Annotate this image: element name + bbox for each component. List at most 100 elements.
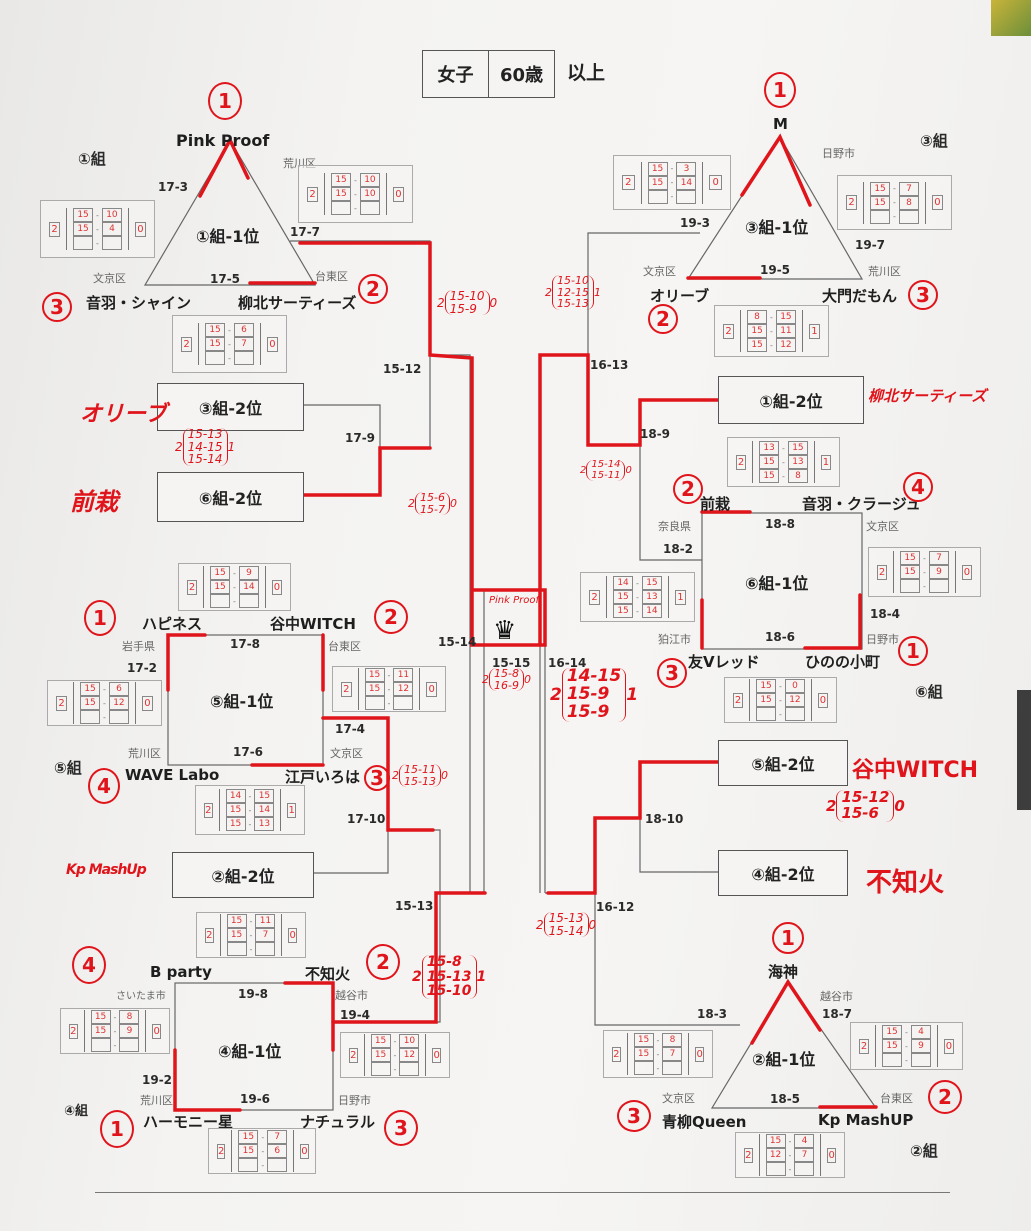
hand-sets-lost: 0 — [894, 796, 905, 815]
hand-set: 15-10 — [449, 289, 485, 303]
set-dash: - — [782, 443, 785, 453]
set-score-a: 15 — [205, 323, 226, 337]
set-row: 15-8 — [90, 1010, 140, 1024]
set-score-b — [233, 351, 254, 365]
set-score-b: 6 — [267, 1144, 288, 1158]
rank-circle: 3 — [908, 280, 938, 310]
hand-sets-won: 2 — [536, 917, 544, 932]
group-position: ⑤組-1位 — [210, 692, 274, 711]
set-dash: - — [770, 326, 773, 336]
match-code: 19-6 — [240, 1092, 271, 1106]
group-position: ①組-1位 — [196, 227, 260, 246]
match-code: 17-10 — [347, 812, 386, 826]
team-name: 柳北サーティーズ — [238, 294, 357, 312]
rank-circle: 1 — [208, 82, 242, 120]
rank-circle: 3 — [384, 1110, 418, 1146]
team-name: 谷中WITCH — [270, 615, 356, 633]
set-dash: - — [248, 819, 252, 829]
set-dash: - — [788, 1136, 792, 1146]
hand-sets-lost: 0 — [625, 465, 632, 476]
set-row: - — [90, 1038, 140, 1052]
group-position: ③組-1位 — [745, 218, 809, 237]
set-row: 15-10 — [331, 173, 380, 187]
set-row: 15-8 — [633, 1033, 683, 1047]
set-score-b: 14 — [641, 604, 662, 618]
match-code: 19-2 — [142, 1073, 173, 1087]
set-score-a — [205, 351, 226, 365]
set-score-a — [364, 696, 385, 710]
set-row: - — [238, 1158, 288, 1172]
set-score-b: 10 — [359, 173, 380, 187]
set-row: - — [370, 1062, 420, 1076]
team-city: 日野市 — [866, 633, 899, 646]
set-score-a — [633, 1061, 654, 1075]
set-score-a: 15 — [647, 161, 668, 176]
set-score-a: 15 — [647, 175, 668, 190]
hand-sets-won: 2 — [826, 796, 837, 815]
set-dash: - — [103, 684, 106, 694]
sets-won: 2 — [56, 695, 68, 711]
set-row: 15-6 — [205, 323, 254, 337]
hand-set: 15-10 — [426, 983, 472, 1000]
hand-set: 15-13 — [548, 911, 584, 925]
set-score-a — [765, 1162, 786, 1176]
sets-lost: 0 — [266, 336, 278, 352]
red-path-right-top — [538, 353, 722, 647]
hand-set: 15-7 — [420, 502, 445, 516]
group-position: ⑥組-1位 — [745, 574, 809, 593]
set-score-a: 15 — [756, 679, 777, 693]
set-score-b: 8 — [662, 1033, 683, 1047]
set-score-b: 7 — [267, 1130, 288, 1144]
team-city: 台東区 — [328, 640, 361, 653]
hand-set: 15-10 — [557, 274, 589, 287]
set-dash: - — [779, 695, 782, 705]
set-dash: - — [113, 1012, 117, 1022]
group6-label: ⑥組 — [915, 683, 943, 701]
sets-won: 2 — [612, 1046, 621, 1062]
set-score-a: 15 — [756, 693, 777, 707]
set-score-a: 15 — [870, 181, 891, 196]
set-score-b: 6 — [233, 323, 254, 337]
team-name: 大門だもん — [822, 287, 898, 305]
team-name: 音羽・シャイン — [86, 294, 192, 312]
sets-lost: 0 — [943, 1038, 954, 1054]
set-score-b — [898, 209, 919, 224]
set-dash: - — [103, 698, 106, 708]
set-row: 15-10 — [73, 208, 122, 222]
set-score-b — [662, 1061, 683, 1075]
set-score-a: 15 — [238, 1144, 259, 1158]
set-score-b: 12 — [399, 1048, 420, 1062]
set-dash: - — [387, 684, 391, 694]
group5-square — [167, 634, 324, 766]
hand-set: 15-13 — [557, 297, 589, 311]
set-score-a: 15 — [90, 1010, 111, 1024]
rank-circle: 1 — [84, 600, 116, 636]
group3-triangle — [686, 135, 864, 280]
set-score-b: 10 — [399, 1034, 420, 1048]
hand-set: 15-6 — [841, 803, 879, 822]
set-score-b: 10 — [101, 208, 122, 222]
set-row: 15-7 — [633, 1047, 683, 1061]
set-score-b: 14 — [238, 580, 259, 594]
set-score-a — [870, 209, 891, 224]
sets-won: 2 — [589, 589, 601, 605]
set-dash: - — [103, 712, 106, 722]
set-dash: - — [261, 1132, 265, 1142]
background-fabric-corner — [991, 0, 1031, 36]
hand-set: 15-13 — [404, 774, 436, 788]
set-dash: - — [905, 1027, 908, 1037]
